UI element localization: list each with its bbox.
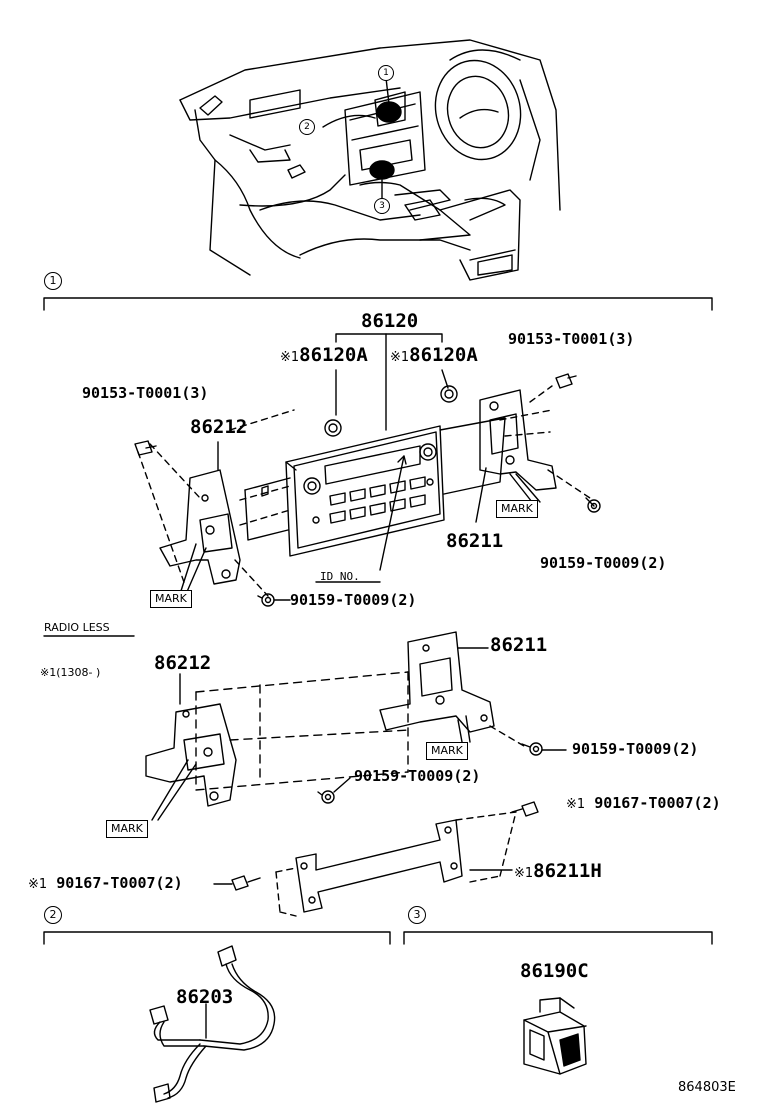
mark-label-left: MARK (150, 590, 192, 608)
label-screw-bottom: 90159-T0009(2) (290, 591, 417, 609)
radio-less-mark-right: MARK (426, 742, 468, 760)
dashboard-overview-drawing (179, 39, 561, 281)
mark-label-right: MARK (496, 500, 538, 518)
label-radio-less-bolt-left: ※1 90167-T0007(2) (28, 874, 183, 892)
radio-less-bolt-right-drawing (511, 801, 539, 817)
part-number: 86211H (533, 860, 602, 882)
overview-marker-1: 1 (378, 65, 394, 81)
overview-marker-3: 3 (374, 198, 390, 214)
left-bolt-drawing (134, 440, 157, 456)
right-bracket-drawing (475, 389, 557, 523)
label-radio-less-screw-mid: 90159-T0009(2) (354, 767, 481, 785)
label-bolt-right: 90153-T0001(3) (508, 330, 635, 348)
id-no-label: ID NO. (320, 570, 360, 583)
note-symbol: ※1 (28, 877, 48, 892)
bottom-screw-drawing (257, 593, 291, 607)
radio-less-mid-screw-drawing (317, 777, 351, 804)
switch-drawing (523, 997, 587, 1075)
radio-less-right-screw-drawing (521, 742, 567, 756)
radio-less-note: ※1(1308- ) (40, 666, 101, 679)
figure-code: 864803E (678, 1080, 736, 1095)
label-86120: 86120 (361, 310, 419, 332)
radio-head-unit-drawing (244, 417, 506, 557)
radio-less-left-bracket-drawing (145, 673, 237, 807)
label-86211: 86211 (446, 530, 504, 552)
right-screw-drawing (585, 497, 601, 513)
radio-less-bolt-left-drawing (213, 875, 261, 891)
label-radio-less-86211: 86211 (490, 634, 548, 656)
label-86120A-right: ※186120A (390, 346, 478, 365)
radio-less-stay-drawing (295, 819, 463, 913)
label-screw-right: 90159-T0009(2) (540, 554, 667, 572)
label-86203: 86203 (176, 986, 234, 1008)
label-radio-less-bolt-right: ※1 90167-T0007(2) (566, 794, 721, 812)
label-bolt-left: 90153-T0001(3) (82, 384, 209, 402)
section-1-bracket-line (43, 297, 713, 311)
note-symbol: ※1 (390, 350, 410, 365)
radio-less-mark-left: MARK (106, 820, 148, 838)
left-bracket-drawing (159, 441, 241, 585)
label-radio-less-screw-right: 90159-T0009(2) (572, 740, 699, 758)
label-radio-less-86212: 86212 (154, 652, 212, 674)
label-86212: 86212 (190, 416, 248, 438)
section-3-marker: 3 (408, 906, 426, 924)
wire-harness-drawing (149, 945, 276, 1103)
section-2-bracket-line (43, 931, 391, 945)
note-symbol: ※1 (566, 797, 586, 812)
label-86190C: 86190C (520, 960, 589, 982)
part-number: 86120A (299, 344, 368, 366)
note-symbol: ※1 (280, 350, 300, 365)
right-bolt-drawing (555, 373, 577, 389)
section-2-marker: 2 (44, 906, 62, 924)
overview-marker-2: 2 (299, 119, 315, 135)
radio-less-right-bracket-drawing (379, 631, 495, 733)
label-86120A-left: ※186120A (280, 346, 368, 365)
label-radio-less-stay: ※186211H (514, 862, 602, 881)
radio-less-title: RADIO LESS (44, 621, 110, 634)
note-symbol: ※1 (514, 866, 534, 881)
section-1-marker: 1 (44, 272, 62, 290)
part-number: 90167-T0007(2) (594, 794, 721, 812)
section-3-bracket-line (403, 931, 713, 945)
part-number: 86120A (409, 344, 478, 366)
part-number: 90167-T0007(2) (56, 874, 183, 892)
